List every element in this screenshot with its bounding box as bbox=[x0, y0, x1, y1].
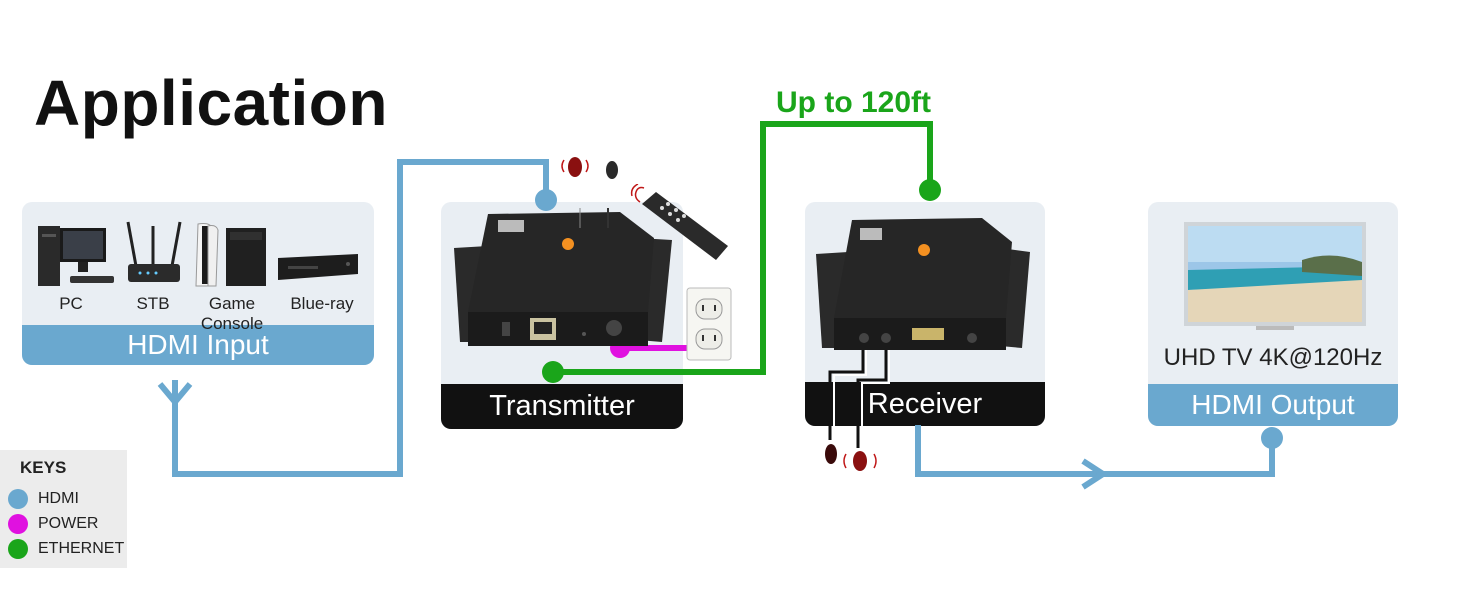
hdmi-input-arrow-icon bbox=[157, 382, 193, 407]
ir-receiver-cable-icon bbox=[825, 444, 837, 464]
hdmi-connector-dot bbox=[535, 189, 557, 211]
ir-cable-left-white bbox=[833, 348, 867, 440]
bluray-player-icon bbox=[278, 254, 358, 280]
key-label-hdmi: HDMI bbox=[38, 490, 79, 507]
receiver-label-bar bbox=[805, 382, 1045, 426]
remote-control-icon bbox=[630, 184, 728, 260]
ethernet-dot-tx bbox=[542, 361, 564, 383]
tv-label: UHD TV 4K@120Hz bbox=[1163, 344, 1383, 371]
ir-cable-left bbox=[828, 348, 865, 440]
key-hdmi: HDMI bbox=[8, 488, 79, 510]
game-console-icon bbox=[195, 223, 266, 287]
ir-receiver-icon bbox=[606, 161, 618, 179]
page-title: Application bbox=[34, 67, 388, 139]
receiver-device-icon bbox=[816, 218, 1030, 350]
power-key-dot bbox=[8, 514, 28, 534]
desktop-pc-icon bbox=[38, 226, 114, 286]
ir-emitter-icon bbox=[561, 157, 589, 177]
hdmi-output-dot bbox=[1261, 427, 1283, 449]
keys-legend: KEYS HDMI POWER ETHERNET bbox=[0, 450, 127, 568]
ethernet-cable bbox=[553, 121, 933, 375]
key-power: POWER bbox=[8, 513, 98, 535]
hdmi-input-label: HDMI Input bbox=[127, 329, 269, 360]
hdmi-output-label: HDMI Output bbox=[1191, 389, 1355, 420]
uhd-tv-icon bbox=[1184, 222, 1366, 330]
device-label-pc: PC bbox=[59, 294, 83, 313]
transmitter-label: Transmitter bbox=[489, 390, 635, 422]
hdmi-cable-input bbox=[172, 159, 549, 477]
key-label-power: POWER bbox=[38, 515, 99, 532]
receiver-label: Receiver bbox=[867, 388, 983, 420]
ir-cable-right bbox=[856, 348, 888, 448]
wall-outlet-icon bbox=[686, 287, 732, 361]
router-stb-icon bbox=[126, 221, 182, 282]
transmitter-label-bar bbox=[441, 384, 683, 429]
hdmi-input-label-bar bbox=[22, 325, 374, 365]
distance-label: Up to 120ft bbox=[776, 86, 932, 119]
hdmi-cable-output bbox=[915, 425, 1275, 477]
keys-title: KEYS bbox=[20, 458, 67, 477]
device-label-game-console: Game Console bbox=[200, 294, 264, 333]
hdmi-key-dot bbox=[8, 489, 28, 509]
hdmi-output-arrow-icon bbox=[1081, 458, 1109, 490]
ir-emitter-cable-icon bbox=[843, 451, 877, 471]
transmitter-device-icon bbox=[454, 208, 672, 346]
device-label-stb: STB bbox=[136, 294, 170, 313]
key-label-ethernet: ETHERNET bbox=[38, 540, 125, 557]
ethernet-key-dot bbox=[8, 539, 28, 559]
hdmi-output-label-bar bbox=[1148, 384, 1398, 426]
device-label-bluray: Blue-ray bbox=[290, 294, 354, 313]
ethernet-dot-rx bbox=[919, 179, 941, 201]
key-ethernet: ETHERNET bbox=[8, 538, 124, 560]
ir-cable-right-white bbox=[861, 348, 890, 448]
